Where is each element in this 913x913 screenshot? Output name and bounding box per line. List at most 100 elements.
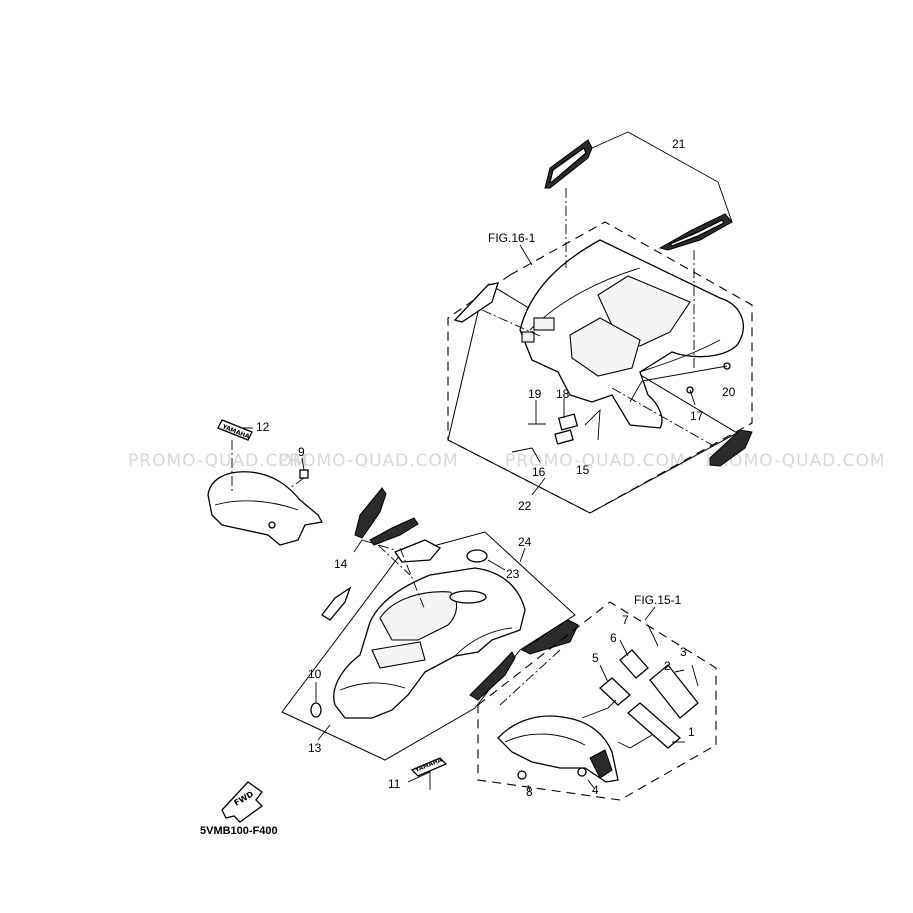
headlight-cover bbox=[207, 471, 324, 546]
watermark-3: PROMO-QUAD.COM bbox=[505, 451, 686, 471]
plate-2 bbox=[649, 664, 699, 719]
bolt-7 bbox=[647, 624, 659, 647]
leader-6 bbox=[619, 639, 629, 657]
callout-14: 14 bbox=[334, 557, 348, 571]
callout-4: 4 bbox=[592, 783, 599, 797]
fig-ref-15-1: FIG.15-1 bbox=[634, 593, 682, 607]
callout-labels: 21 FIG.16-1 20 17 19 18 1 6 15 22 12 9 14… bbox=[200, 137, 736, 837]
leader-22 bbox=[531, 477, 546, 496]
front-fender bbox=[333, 567, 526, 719]
front-decal-lower bbox=[469, 651, 516, 701]
callout-22: 22 bbox=[518, 499, 532, 513]
watermark-row: PROMO-QUAD.COM PROMO-QUAD.COM PROMO-QUAD… bbox=[128, 451, 886, 471]
front-panel-edge bbox=[504, 733, 586, 746]
chain-9 bbox=[289, 477, 305, 489]
plate-6 bbox=[619, 649, 649, 679]
chain-14-b bbox=[399, 547, 426, 611]
leader-8 bbox=[527, 784, 531, 793]
grommet-4 bbox=[577, 767, 587, 777]
chain-front-a bbox=[499, 649, 561, 706]
plate-15 bbox=[554, 429, 574, 445]
callout-18: 18 bbox=[556, 387, 570, 401]
chain-reflector bbox=[611, 387, 713, 446]
front-panel-group bbox=[477, 601, 717, 801]
diagram-code: 5VMB100-F400 bbox=[200, 825, 278, 837]
rear-reflector-right bbox=[709, 429, 753, 467]
leader-23 bbox=[487, 559, 506, 571]
callout-23: 23 bbox=[506, 567, 520, 581]
decal-12 bbox=[217, 419, 253, 441]
callout-6: 6 bbox=[610, 631, 617, 645]
front-decal-left bbox=[321, 586, 352, 621]
front-pad bbox=[393, 539, 442, 563]
callout-13: 13 bbox=[308, 741, 322, 755]
fig-ref-16-1: FIG.16-1 bbox=[488, 231, 536, 245]
front-panel-dashed-boundary bbox=[477, 601, 717, 801]
callout-8: 8 bbox=[526, 785, 533, 799]
decal-14-lower bbox=[369, 517, 419, 546]
rear-fender-storage-box bbox=[569, 317, 641, 377]
callout-11: 11 bbox=[388, 777, 401, 791]
connector-a bbox=[581, 699, 617, 719]
callout-10: 10 bbox=[308, 667, 322, 681]
fwd-arrow bbox=[221, 781, 263, 823]
front-panel-decal bbox=[589, 749, 613, 779]
headlight-cover-edge bbox=[214, 500, 299, 511]
callout-21: 21 bbox=[672, 137, 686, 151]
rear-decal-right-inner bbox=[668, 219, 725, 247]
callout-5: 5 bbox=[592, 651, 599, 665]
rear-side-cover-left bbox=[453, 282, 499, 323]
leader-5 bbox=[599, 664, 609, 683]
rear-fender-mount-a bbox=[533, 317, 555, 331]
bolt-3 bbox=[691, 664, 699, 687]
front-fender-group bbox=[281, 487, 579, 761]
rear-fender-edge-2 bbox=[639, 339, 721, 373]
callout-20: 20 bbox=[722, 385, 736, 399]
callout-12: 12 bbox=[256, 420, 270, 434]
callout-9: 9 bbox=[298, 445, 305, 459]
plate-9 bbox=[299, 469, 309, 479]
fwd-badge: FWD bbox=[221, 781, 263, 823]
chain-14-c bbox=[361, 539, 396, 551]
connector-b bbox=[617, 734, 653, 749]
front-panel bbox=[497, 715, 619, 783]
chain-14-a bbox=[377, 544, 411, 576]
leader-11 bbox=[407, 771, 431, 790]
front-fender-edge-2 bbox=[454, 627, 513, 657]
cap-23 bbox=[466, 549, 488, 563]
leader-15 bbox=[584, 408, 601, 441]
front-decal-right bbox=[521, 619, 579, 655]
front-fender-cap bbox=[449, 590, 487, 604]
callout-17: 17 bbox=[690, 409, 704, 423]
callout-2: 2 bbox=[664, 659, 671, 673]
leader-9 bbox=[301, 457, 305, 471]
callout-24: 24 bbox=[518, 535, 532, 549]
watermark-2: PROMO-QUAD.COM bbox=[278, 451, 459, 471]
grommet-10 bbox=[310, 702, 322, 718]
rear-fender-mount-b bbox=[521, 331, 535, 343]
callout-3: 3 bbox=[680, 645, 687, 659]
decal-11-group: YAMAHA bbox=[407, 756, 448, 790]
leader-24 bbox=[519, 547, 526, 563]
headlight-cover-hole bbox=[268, 521, 276, 529]
leader-13 bbox=[317, 724, 331, 741]
leader-fig16 bbox=[519, 244, 533, 266]
front-fender-hood bbox=[379, 591, 458, 641]
callout-19: 19 bbox=[528, 387, 542, 401]
rear-fender-group bbox=[447, 131, 753, 514]
leader-2 bbox=[674, 669, 685, 673]
watermark-1: PROMO-QUAD.COM bbox=[128, 451, 309, 471]
callout-15: 15 bbox=[576, 463, 590, 477]
plate-1 bbox=[626, 702, 682, 749]
headlight-cover-group: YAMAHA bbox=[207, 419, 324, 546]
callout-1: 1 bbox=[688, 725, 695, 739]
front-fender-edge bbox=[339, 682, 406, 691]
leader-4 bbox=[587, 779, 595, 789]
screw-16 bbox=[511, 447, 533, 453]
front-fender-nose bbox=[371, 641, 426, 669]
watermark-4: PROMO-QUAD.COM bbox=[705, 451, 886, 471]
leader-16 bbox=[531, 447, 541, 463]
decal-14-upper bbox=[354, 487, 387, 539]
chain-side-cover bbox=[481, 309, 541, 337]
